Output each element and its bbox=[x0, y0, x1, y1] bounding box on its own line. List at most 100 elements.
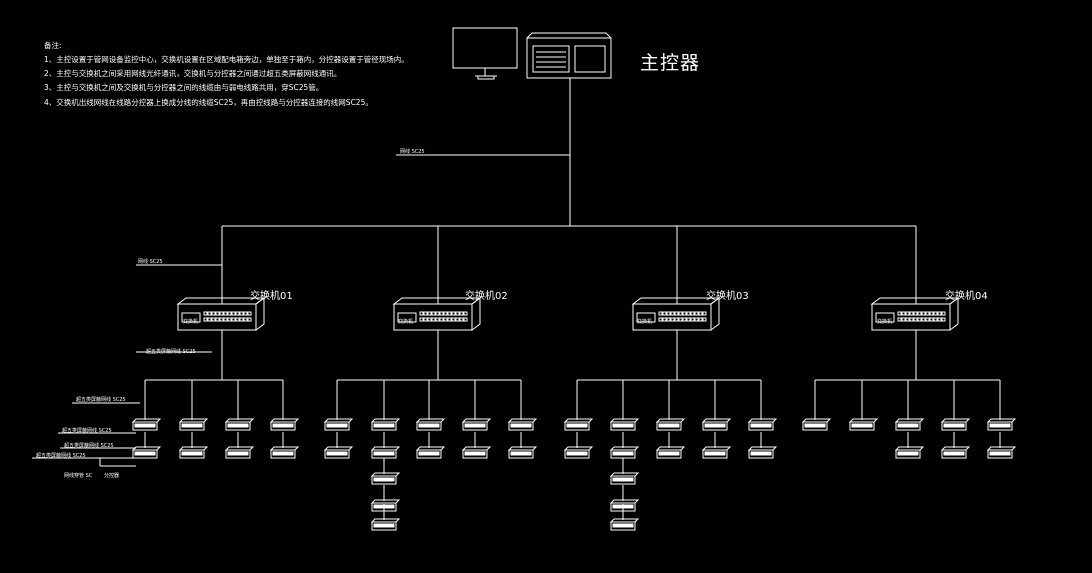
sub-controller-panel bbox=[373, 451, 395, 456]
note-line-1: 1、主控设置于管网设备监控中心，交换机设置在区域配电箱旁边，单独至于箱内，分控器… bbox=[44, 55, 409, 64]
bottom-label-left: 网线穿管 SC bbox=[64, 473, 93, 479]
switch-port bbox=[682, 311, 687, 316]
sub-controller-body bbox=[564, 421, 590, 431]
sub-controller-panel bbox=[897, 423, 919, 428]
drop-cable-label-b: 超五类屏蔽网线 SC25 bbox=[62, 428, 112, 434]
switch-port bbox=[690, 317, 695, 322]
switch-port bbox=[702, 317, 707, 322]
switch-port bbox=[698, 311, 703, 316]
switch-port bbox=[929, 311, 934, 316]
switch-port bbox=[670, 311, 675, 316]
sub-controller-panel bbox=[612, 423, 634, 428]
sub-controller-panel bbox=[566, 451, 588, 456]
drop-cable-label-a: 超五类屏蔽网线 SC25 bbox=[76, 397, 126, 403]
switch-port bbox=[247, 317, 252, 322]
sub-controller-panel bbox=[658, 451, 680, 456]
switch-port bbox=[459, 317, 464, 322]
sub-controller-body bbox=[132, 421, 158, 431]
switch-port bbox=[933, 317, 938, 322]
switch-port bbox=[447, 317, 452, 322]
monitor-screen bbox=[452, 27, 518, 69]
sub-controller-panel bbox=[989, 451, 1011, 456]
note-line-4: 4、交换机出线网线在线路分控器上换成分线的线缆SC25，再由控线路与分控器连接的… bbox=[44, 98, 373, 107]
switch-port bbox=[219, 317, 224, 322]
sub-controller-panel bbox=[373, 477, 395, 482]
switch-port bbox=[451, 311, 456, 316]
switch-text-1: 交换机 bbox=[183, 319, 199, 325]
switch-port bbox=[419, 311, 424, 316]
drop-cable-label-c: 超五类屏蔽网线 SC25 bbox=[64, 443, 114, 449]
sub-controller-body bbox=[941, 449, 967, 459]
switch-front-1 bbox=[177, 303, 257, 331]
sub-controller-panel bbox=[851, 423, 873, 428]
drop-cable-label-top: 超五类屏蔽网线 SC25 bbox=[146, 349, 196, 355]
switch-port bbox=[941, 311, 946, 316]
switch-port bbox=[463, 317, 468, 322]
sub-controller-body bbox=[802, 421, 828, 431]
sub-controller-panel bbox=[373, 523, 395, 528]
note-line-2: 2、主控与交换机之间采用网线光纤通讯，交换机与分控器之间通过超五类屏蔽网线通讯。 bbox=[44, 69, 342, 78]
switch-front-4 bbox=[871, 303, 951, 331]
sub-controller-panel bbox=[272, 451, 294, 456]
switch-port bbox=[219, 311, 224, 316]
sub-controller-panel bbox=[373, 423, 395, 428]
sub-controller-panel bbox=[658, 423, 680, 428]
switch-port bbox=[455, 317, 460, 322]
switch-port bbox=[913, 311, 918, 316]
sub-controller-panel bbox=[181, 451, 203, 456]
switch-port bbox=[427, 311, 432, 316]
sub-controller-panel bbox=[464, 423, 486, 428]
switch-port bbox=[897, 317, 902, 322]
sub-controller-panel bbox=[272, 423, 294, 428]
switch-text-2: 交换机 bbox=[398, 319, 414, 325]
main-controller-top bbox=[526, 32, 612, 39]
switch-port bbox=[686, 317, 691, 322]
switch-port bbox=[439, 311, 444, 316]
switch-port bbox=[917, 317, 922, 322]
switch-front-3 bbox=[632, 303, 712, 331]
switch-port bbox=[913, 317, 918, 322]
switch-port bbox=[925, 311, 930, 316]
switch-label-box-1 bbox=[181, 312, 201, 323]
sub-controller-body bbox=[179, 449, 205, 459]
sub-controller-panel bbox=[510, 423, 532, 428]
sub-controller-body bbox=[270, 421, 296, 431]
sub-controller-body bbox=[179, 421, 205, 431]
switch-port bbox=[443, 311, 448, 316]
bottom-label-right: 分控器 bbox=[104, 473, 120, 479]
sub-controller-panel bbox=[704, 423, 726, 428]
switch-port bbox=[921, 311, 926, 316]
sub-controller-body bbox=[702, 421, 728, 431]
switch-port bbox=[451, 317, 456, 322]
switch-port bbox=[909, 311, 914, 316]
sub-controller-panel bbox=[612, 477, 634, 482]
sub-controller-body bbox=[610, 521, 636, 531]
switch-side-2 bbox=[471, 297, 481, 331]
sub-controller-body bbox=[610, 421, 636, 431]
switch-port bbox=[243, 317, 248, 322]
sub-controller-panel bbox=[897, 451, 919, 456]
sub-controller-body bbox=[610, 475, 636, 485]
sub-controller-body bbox=[656, 449, 682, 459]
switch-port bbox=[459, 311, 464, 316]
sub-controller-body bbox=[941, 421, 967, 431]
switch-port bbox=[227, 317, 232, 322]
switch-label-3: 交换机03 bbox=[706, 291, 749, 302]
switch-port bbox=[901, 311, 906, 316]
switch-port bbox=[211, 311, 216, 316]
switch-port bbox=[443, 317, 448, 322]
main-controller-panel bbox=[532, 45, 570, 73]
sub-controller-panel bbox=[326, 423, 348, 428]
switch-port bbox=[435, 311, 440, 316]
main-controller-display bbox=[574, 45, 606, 73]
switch-port bbox=[674, 317, 679, 322]
switch-text-4: 交换机 bbox=[877, 319, 893, 325]
switch-port bbox=[447, 311, 452, 316]
switch-port bbox=[215, 311, 220, 316]
switch-port bbox=[678, 317, 683, 322]
sub-controller-panel bbox=[464, 451, 486, 456]
switch-port bbox=[431, 317, 436, 322]
switch-port bbox=[431, 311, 436, 316]
switch-port bbox=[921, 317, 926, 322]
